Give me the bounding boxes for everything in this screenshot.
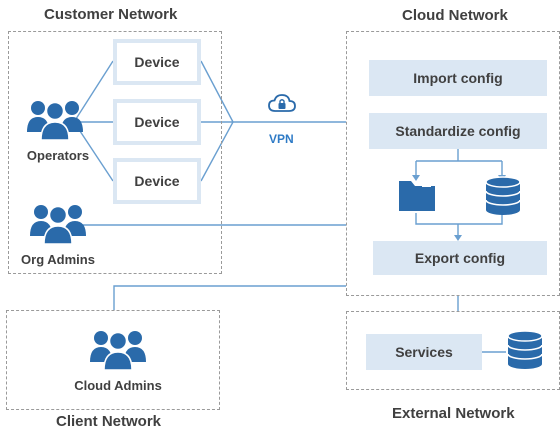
external-network-title: External Network [392, 405, 515, 422]
device-label-2: Device [117, 103, 197, 141]
device-box-2[interactable]: Device [113, 99, 201, 145]
org-admins-group-icon [30, 205, 86, 245]
line-client-cloud [113, 285, 346, 310]
device-label-3: Device [117, 162, 197, 200]
cloud-network-title: Cloud Network [402, 7, 508, 24]
device-box-1[interactable]: Device [113, 39, 201, 85]
operators-label: Operators [26, 148, 90, 163]
operators-group-icon [27, 101, 83, 141]
cloud-admins-group-icon [90, 331, 146, 371]
line-db-merge [458, 213, 503, 225]
cloud-admins-label: Cloud Admins [74, 378, 162, 393]
export-config-box[interactable]: Export config [373, 241, 547, 275]
arrow-to-folder [412, 175, 420, 181]
vpn-label: VPN [269, 132, 294, 146]
arrow-to-export [454, 235, 462, 241]
client-network-title: Client Network [56, 413, 162, 430]
line-operators-device-1 [73, 60, 114, 123]
line-device-1-vpn [200, 60, 234, 123]
services-box[interactable]: Services [366, 334, 482, 370]
org-admins-label: Org Admins [21, 252, 95, 267]
line-folder-merge [415, 213, 458, 225]
vpn-cloud-lock-icon [268, 94, 296, 112]
client-network-region [6, 310, 220, 410]
database-icon [485, 176, 521, 215]
device-label-1: Device [117, 43, 197, 81]
customer-network-title: Customer Network [44, 6, 178, 23]
customer-network-region [8, 31, 222, 274]
folder-icon [399, 179, 435, 211]
standardize-config-box[interactable]: Standardize config [369, 113, 547, 149]
services-database-icon [507, 330, 543, 369]
line-device-3-vpn [200, 121, 234, 182]
import-config-box[interactable]: Import config [369, 60, 547, 96]
device-box-3[interactable]: Device [113, 158, 201, 204]
